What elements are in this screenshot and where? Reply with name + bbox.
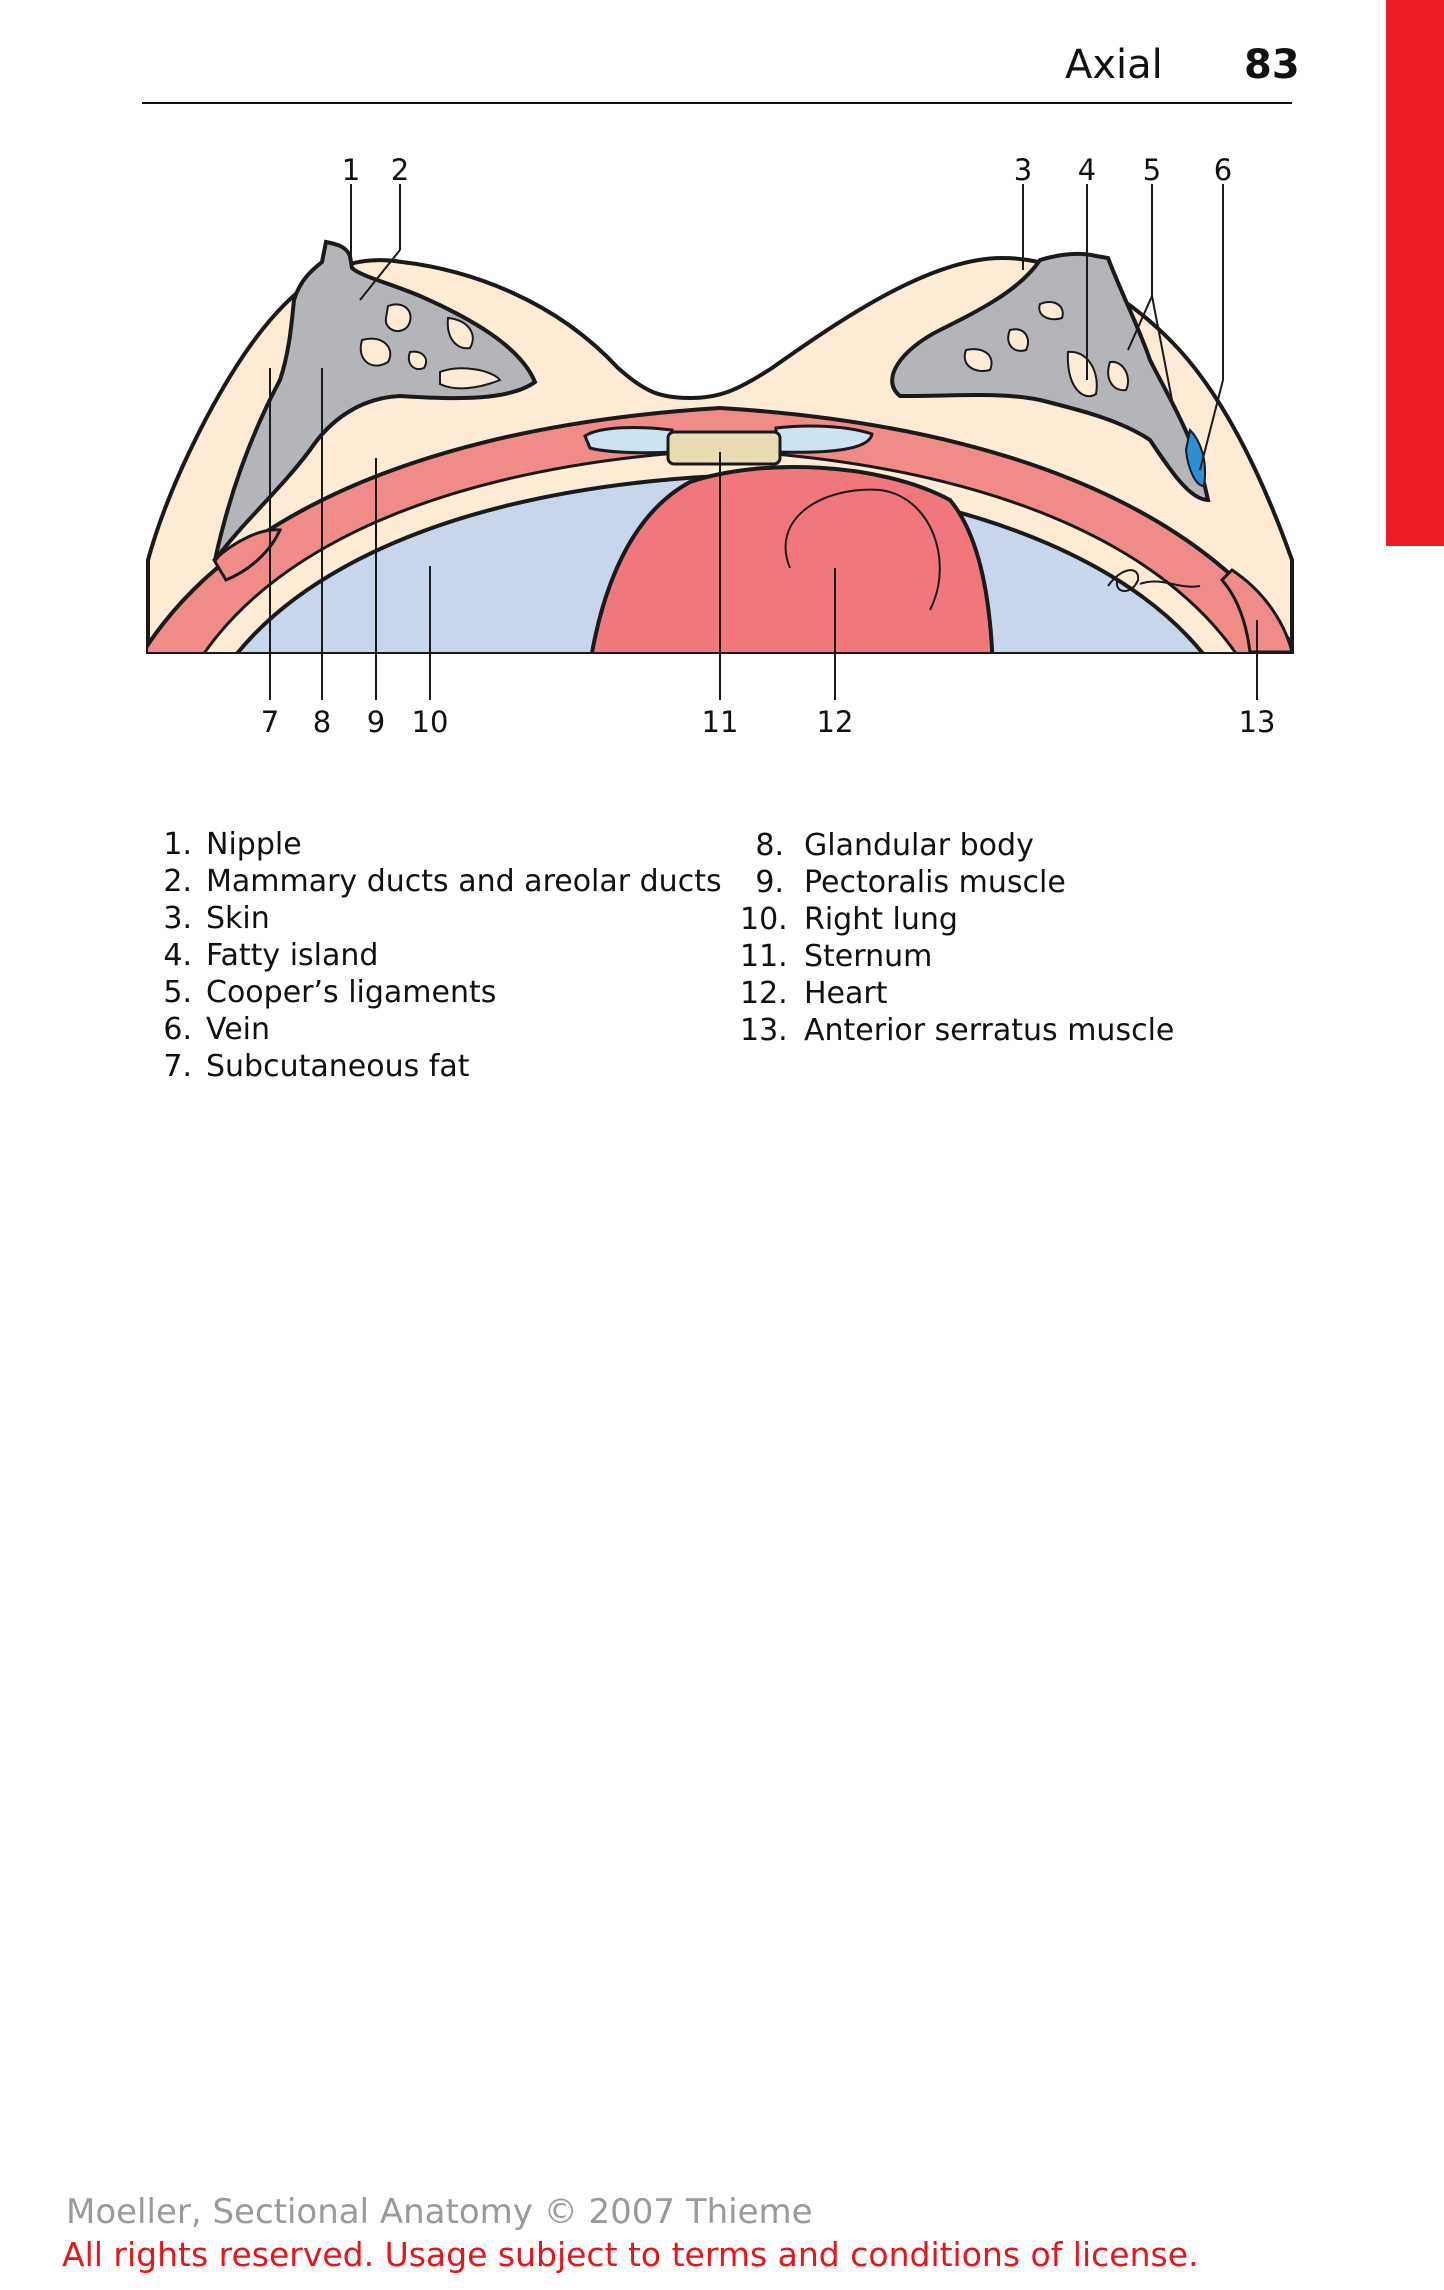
legend-item: 9.Pectoralis muscle [755, 865, 1066, 900]
legend-item: 8.Glandular body [755, 828, 1034, 863]
callout-5: 5 [1143, 153, 1161, 187]
callout-lines [269, 184, 1258, 700]
legend-item: 2.Mammary ducts and areolar ducts [163, 864, 722, 899]
section-title: Axial [1065, 42, 1163, 88]
legend-item: 10.Right lung [740, 902, 958, 937]
callout-3: 3 [1014, 153, 1032, 187]
legend-item: 1.Nipple [163, 827, 302, 862]
vein-shape [1184, 427, 1206, 488]
legend-item: 4.Fatty island [163, 938, 379, 973]
copyright-notice: Moeller, Sectional Anatomy © 2007 Thieme [66, 2192, 813, 2232]
legend-left-column: 1.Nipple 2.Mammary ducts and areolar duc… [150, 826, 722, 1085]
legend-item: 11.Sternum [740, 939, 933, 974]
heart-contour-line [784, 488, 941, 611]
legend-item: 5.Cooper’s ligaments [163, 975, 497, 1010]
serratus-muscle-shape [1219, 568, 1292, 652]
artist-signature [1107, 569, 1201, 592]
heart-shape [579, 465, 996, 652]
legend-item: 12.Heart [740, 976, 888, 1011]
chapter-tab-marker [1386, 0, 1444, 546]
header-rule [142, 102, 1292, 104]
legend-right-column: 8.Glandular body 9.Pectoralis muscle 10.… [740, 827, 1174, 1049]
left-costal-cartilage [583, 426, 674, 455]
right-glandular-body [890, 251, 1211, 503]
callout-10: 10 [412, 705, 449, 739]
right-costal-cartilage [774, 424, 874, 454]
license-notice: All rights reserved. Usage subject to te… [62, 2235, 1199, 2274]
callout-11: 11 [702, 705, 739, 739]
left-muscle-flap [212, 528, 283, 582]
page-number: 83 [1244, 42, 1300, 88]
callout-2: 2 [391, 153, 409, 187]
legend-item: 7.Subcutaneous fat [163, 1049, 470, 1084]
callout-8: 8 [313, 705, 331, 739]
legend-item: 6.Vein [163, 1012, 270, 1047]
callout-12: 12 [817, 705, 854, 739]
callout-7: 7 [261, 705, 279, 739]
sternum-shape [666, 430, 782, 466]
legend-item: 3.Skin [163, 901, 270, 936]
legend-item: 13.Anterior serratus muscle [740, 1013, 1175, 1048]
callout-6: 6 [1214, 153, 1232, 187]
callout-13: 13 [1239, 705, 1276, 739]
axial-breast-illustration: 1 2 3 4 5 6 7 8 9 10 11 12 13 [146, 153, 1294, 739]
callout-4: 4 [1078, 153, 1096, 187]
callout-9: 9 [367, 705, 385, 739]
callout-1: 1 [342, 153, 360, 187]
